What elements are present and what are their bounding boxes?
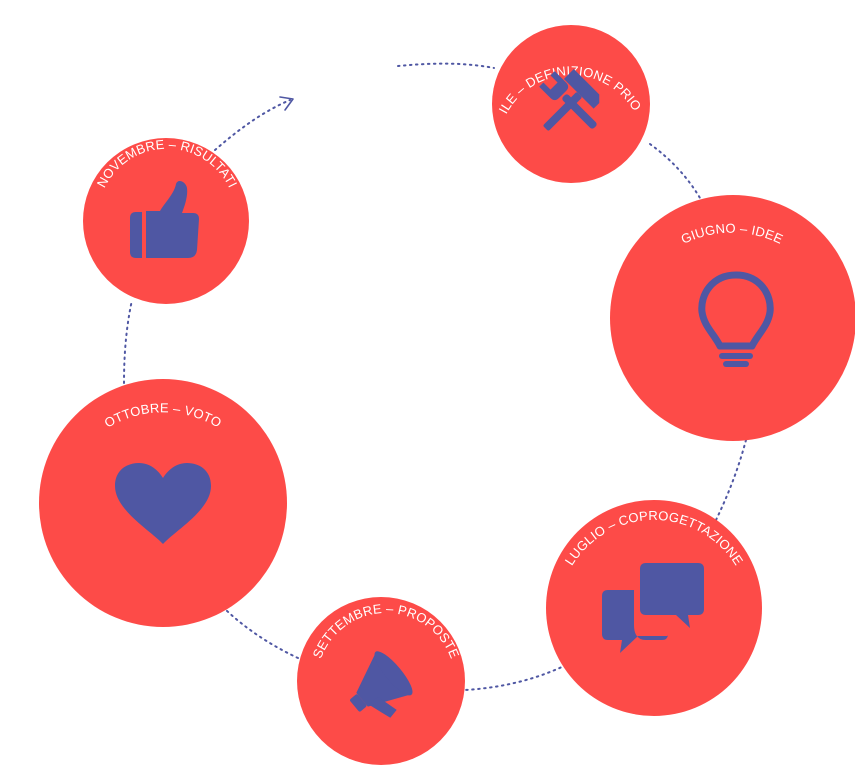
connector-start-to-aprile (397, 62, 495, 69)
connector-aprile-to-giugno (649, 143, 701, 199)
connector-luglio-to-settembre (464, 664, 567, 691)
stage-settembre: SETTEMBRE – PROPOSTE (297, 597, 465, 765)
cycle-connectors (123, 62, 747, 691)
connector-ottobre-to-novembre (123, 299, 133, 384)
stage-novembre: NOVEMBRE – RISULTATI (83, 137, 249, 304)
megaphone-icon (350, 651, 413, 718)
stage-aprile: APRILE – DEFINIZIONE PRIORITÀ (0, 0, 650, 183)
lightbulb-icon (698, 271, 774, 367)
stage-ottobre: OTTOBRE – VOTO (39, 379, 287, 627)
stage-giugno: GIUGNO – IDEE (610, 195, 855, 441)
chat-bubbles-icon (602, 563, 704, 653)
connector-novembre-to-end (214, 99, 291, 151)
connector-settembre-to-ottobre (225, 609, 299, 659)
heart-icon (115, 463, 211, 544)
stage-luglio: LUGLIO – COPROGETTAZIONE (546, 500, 762, 716)
thumbs-up-icon (130, 181, 199, 258)
arrow-head-icon (279, 96, 294, 111)
connector-giugno-to-luglio (715, 439, 747, 521)
hammer-wrench-icon (539, 69, 600, 131)
